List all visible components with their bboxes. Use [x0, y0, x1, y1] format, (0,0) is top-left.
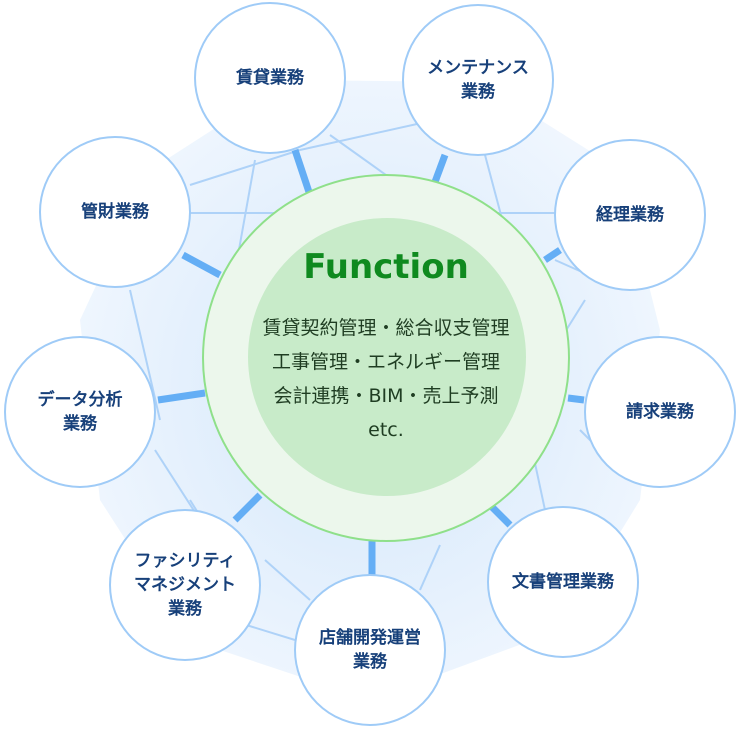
connectors [157, 148, 585, 575]
node-facility-management: ファシリティ マネジメント 業務 [109, 509, 261, 661]
node-chintai: 賃貸業務 [194, 2, 346, 154]
node-accounting: 経理業務 [554, 139, 706, 291]
node-document-management: 文書管理業務 [487, 506, 639, 658]
function-description: 賃貸契約管理・総合収支管理 工事管理・エネルギー管理 会計連携・BIM・売上予測… [262, 317, 510, 441]
node-store-development: 店舗開発運営 業務 [294, 574, 446, 726]
node-data-analysis: データ分析 業務 [4, 336, 156, 488]
node-asset-management: 管財業務 [39, 136, 191, 288]
node-billing: 請求業務 [584, 336, 736, 488]
function-hub-inner [248, 218, 526, 496]
function-hub: Function 賃貸契約管理・総合収支管理 工事管理・エネルギー管理 会計連携… [202, 174, 570, 542]
node-maintenance: メンテナンス 業務 [402, 4, 554, 156]
function-title: Function [303, 247, 469, 287]
